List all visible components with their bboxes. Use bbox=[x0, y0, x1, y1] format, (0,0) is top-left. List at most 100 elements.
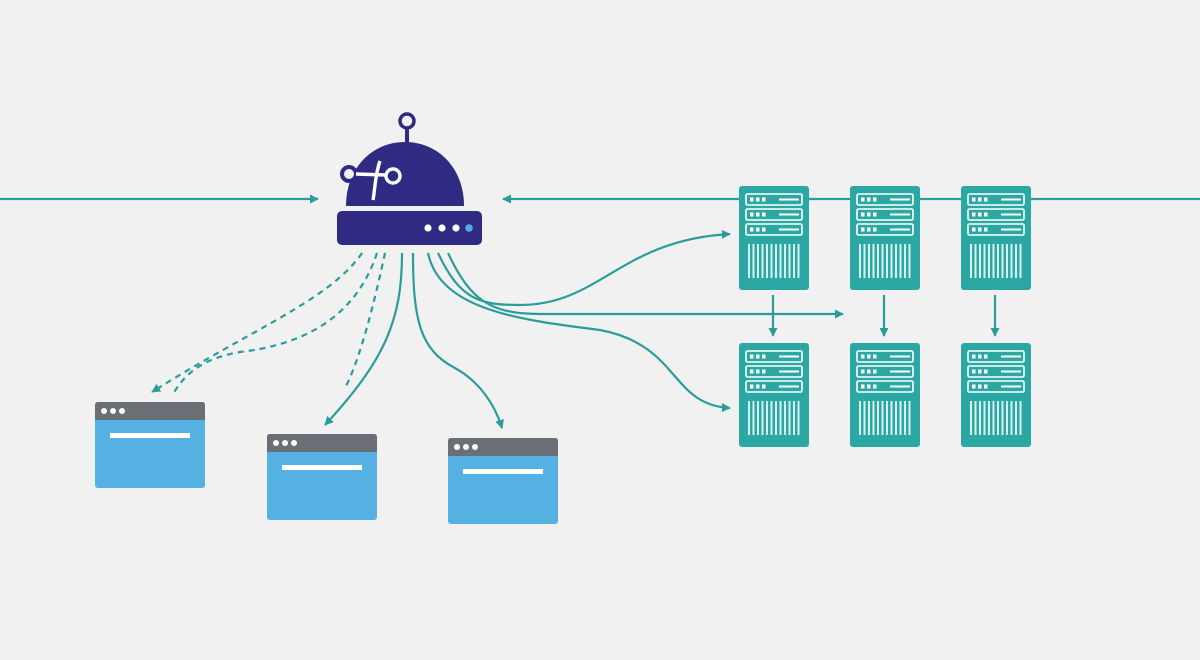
server-vent bbox=[784, 401, 786, 435]
server-led bbox=[762, 197, 766, 202]
server-vent bbox=[863, 401, 866, 435]
server-led bbox=[750, 369, 754, 374]
server-led bbox=[972, 197, 976, 202]
server-led bbox=[762, 384, 766, 389]
server-led bbox=[972, 354, 976, 359]
server-led bbox=[867, 354, 871, 359]
server-drive-bay bbox=[967, 208, 1025, 221]
server-vent bbox=[761, 401, 764, 435]
server-vent bbox=[1006, 244, 1008, 278]
server-bottom-3[interactable] bbox=[961, 343, 1031, 447]
server-drive-bay bbox=[745, 193, 803, 206]
server-drive-bay bbox=[856, 193, 914, 206]
client-window-3[interactable] bbox=[448, 438, 558, 524]
server-vent bbox=[899, 401, 902, 435]
server-drive-bay bbox=[967, 365, 1025, 378]
server-drive-bay bbox=[745, 380, 803, 393]
server-vent bbox=[992, 401, 995, 435]
server-led bbox=[861, 354, 865, 359]
server-led bbox=[861, 384, 865, 389]
server-drive-slot bbox=[890, 198, 910, 201]
server-vent bbox=[766, 244, 768, 278]
server-led bbox=[978, 384, 982, 389]
server-vent bbox=[974, 244, 977, 278]
window-control-dot bbox=[110, 408, 116, 414]
server-led bbox=[861, 197, 865, 202]
server-led bbox=[750, 354, 754, 359]
server-led bbox=[972, 384, 976, 389]
server-vent bbox=[775, 401, 777, 435]
server-vent bbox=[752, 401, 755, 435]
connection-lines bbox=[0, 194, 1200, 429]
server-led bbox=[978, 197, 982, 202]
server-vent bbox=[886, 401, 888, 435]
window-titlebar bbox=[267, 434, 377, 452]
server-vent bbox=[793, 401, 795, 435]
server-led bbox=[750, 227, 754, 232]
server-vent bbox=[988, 244, 990, 278]
link-router-to-client-1-dashed-a bbox=[151, 252, 363, 393]
server-drive-bay bbox=[967, 223, 1025, 236]
server-led bbox=[873, 197, 877, 202]
window-text-line bbox=[110, 433, 190, 438]
window-text-line bbox=[282, 465, 362, 470]
server-drive-bay bbox=[856, 223, 914, 236]
server-led bbox=[756, 354, 760, 359]
server-rack-icon bbox=[850, 343, 920, 447]
server-vent bbox=[868, 244, 870, 278]
server-vent bbox=[979, 244, 981, 278]
server-vent bbox=[997, 244, 999, 278]
server-led bbox=[867, 227, 871, 232]
router-indicator-dot-2 bbox=[438, 224, 446, 232]
server-drive-bay bbox=[745, 365, 803, 378]
server-led bbox=[861, 212, 865, 217]
server-led bbox=[873, 354, 877, 359]
window-titlebar bbox=[448, 438, 558, 456]
server-vent bbox=[881, 244, 884, 278]
router-base bbox=[337, 211, 482, 245]
client-window-1[interactable] bbox=[95, 402, 205, 488]
server-vent bbox=[890, 244, 893, 278]
server-vent bbox=[895, 244, 897, 278]
client-window-2[interactable] bbox=[267, 434, 377, 520]
server-vent bbox=[997, 401, 999, 435]
server-led bbox=[972, 369, 976, 374]
router-indicator-dot-4 bbox=[465, 224, 473, 232]
server-vent bbox=[797, 401, 800, 435]
server-vent bbox=[1015, 244, 1017, 278]
server-led bbox=[867, 384, 871, 389]
server-drive-bay bbox=[967, 350, 1025, 363]
server-led bbox=[984, 369, 988, 374]
server-bottom-1[interactable] bbox=[739, 343, 809, 447]
server-led bbox=[984, 197, 988, 202]
router-node[interactable] bbox=[337, 112, 482, 245]
server-led bbox=[867, 212, 871, 217]
link-router-to-client-3 bbox=[411, 252, 504, 429]
server-vent bbox=[872, 244, 875, 278]
server-vent bbox=[757, 401, 759, 435]
server-vent bbox=[992, 244, 995, 278]
server-led bbox=[984, 354, 988, 359]
server-drive-slot bbox=[1001, 370, 1021, 373]
server-led bbox=[978, 369, 982, 374]
server-vent bbox=[877, 244, 879, 278]
server-led bbox=[867, 369, 871, 374]
server-top-2[interactable] bbox=[850, 186, 920, 290]
server-led bbox=[972, 212, 976, 217]
server-rack-icon bbox=[739, 186, 809, 290]
server-vent bbox=[1010, 401, 1013, 435]
server-led bbox=[750, 384, 754, 389]
server-vent bbox=[1019, 401, 1022, 435]
server-top-1[interactable] bbox=[739, 186, 809, 290]
server-bottom-2[interactable] bbox=[850, 343, 920, 447]
server-top-3[interactable] bbox=[961, 186, 1031, 290]
server-drive-slot bbox=[1001, 213, 1021, 216]
window-control-dot bbox=[119, 408, 125, 414]
server-vent bbox=[904, 401, 906, 435]
server-vent bbox=[1006, 401, 1008, 435]
link-router-to-server-bottom-2 bbox=[447, 252, 844, 319]
link-router-to-server-bottom-1 bbox=[426, 252, 731, 413]
server-drive-bay bbox=[967, 193, 1025, 206]
server-drive-slot bbox=[1001, 385, 1021, 388]
